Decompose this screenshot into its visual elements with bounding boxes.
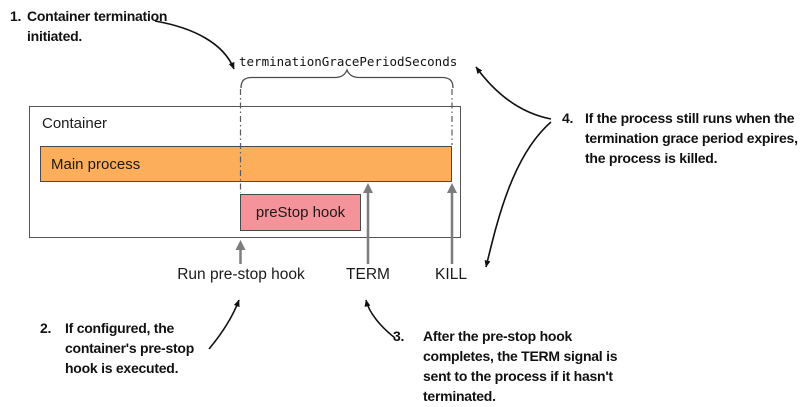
- step-text-line: If the process still runs when the: [585, 110, 795, 126]
- main-process-bar: Main process: [40, 146, 452, 182]
- step-text-line: initiated.: [27, 28, 83, 44]
- annotation-step-2: 2. If configured, the container's pre-st…: [40, 318, 194, 378]
- step-text-line: the process is killed.: [585, 150, 718, 166]
- main-process-label: Main process: [51, 155, 141, 173]
- step-text-line: sent to the process if it hasn't: [423, 368, 613, 384]
- annotation-step-3: 3. After the pre-stop hook completes, th…: [393, 326, 618, 406]
- step-text-line: hook is executed.: [65, 360, 179, 376]
- prestop-hook-bar: preStop hook: [240, 194, 361, 231]
- term-signal-label: TERM: [346, 266, 390, 283]
- annotation-step-4: 4. If the process still runs when the te…: [562, 108, 798, 168]
- step-text-line: terminated.: [423, 388, 496, 404]
- step-text-line: container's pre-stop: [65, 340, 195, 356]
- step2-curved-arrow-icon: [208, 299, 240, 350]
- step-text-line: completes, the TERM signal is: [423, 348, 618, 364]
- step-number: 3.: [393, 328, 405, 344]
- run-prestop-hook-label: Run pre-stop hook: [177, 266, 305, 283]
- grace-period-label: terminationGracePeriodSeconds: [239, 54, 458, 69]
- step4-to-kill-curved-arrow-icon: [484, 121, 552, 268]
- kill-signal-label: KILL: [435, 266, 467, 283]
- step3-curved-arrow-icon: [364, 299, 396, 339]
- step-text-line: termination grace period expires,: [585, 130, 798, 146]
- step4-to-grace-label-curved-arrow-icon: [475, 66, 552, 120]
- step-number: 1.: [10, 8, 22, 24]
- container-label: Container: [42, 115, 108, 132]
- step-number: 4.: [562, 110, 574, 126]
- grace-period-brace-icon: [240, 68, 454, 89]
- prestop-hook-label: preStop hook: [255, 204, 346, 221]
- step-text-line: If configured, the: [65, 320, 175, 336]
- step-text-line: Container termination: [27, 8, 168, 24]
- step-number: 2.: [40, 320, 52, 336]
- run-prestop-up-arrow-icon: [235, 240, 246, 264]
- step-text-line: After the pre-stop hook: [423, 328, 573, 344]
- annotation-step-1: 1. Container termination initiated.: [10, 6, 167, 46]
